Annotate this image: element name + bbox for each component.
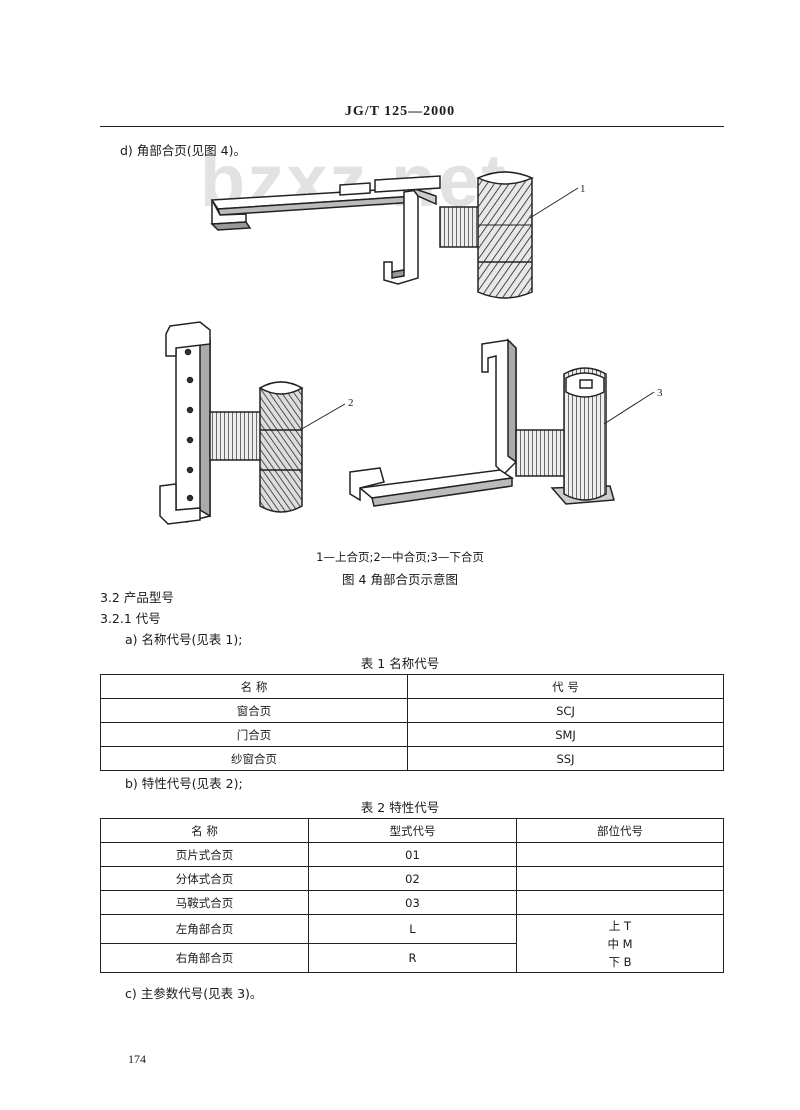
table-cell: 03 — [308, 890, 517, 915]
table1-title: 表 1 名称代号 — [360, 656, 440, 671]
table-cell — [516, 842, 724, 867]
table-cell: L — [308, 914, 517, 944]
feature-code-table: 名 称 型式代号 部位代号 页片式合页 01 分体式合页 02 马鞍式合页 03… — [100, 818, 724, 973]
table-cell: SSJ — [407, 746, 724, 771]
table-row: 窗合页 SCJ — [100, 698, 724, 723]
table-header-cell: 代 号 — [407, 674, 724, 699]
upper-hinge-drawing — [210, 171, 534, 299]
table-cell: 窗合页 — [100, 698, 408, 723]
section-3-2-1-heading: 3.2.1 代号 — [100, 611, 161, 626]
section-d-text: d) 角部合页(见图 4)。 — [120, 143, 246, 158]
name-code-table: 名 称 代 号 窗合页 SCJ 门合页 SMJ 纱窗合页 SSJ — [100, 674, 724, 771]
callout-3: 3 — [657, 387, 663, 399]
table-row: 页片式合页 01 — [100, 842, 724, 867]
table-cell: 门合页 — [100, 722, 408, 747]
lower-hinge-drawing — [349, 338, 615, 507]
callout-1: 1 — [580, 183, 586, 195]
table-cell: SCJ — [407, 698, 724, 723]
table-cell: 02 — [308, 866, 517, 891]
table-cell: 01 — [308, 842, 517, 867]
table-header-cell: 名 称 — [100, 674, 408, 699]
hinge-figure: 1 2 — [159, 171, 663, 525]
table-row: 右角部合页 R — [100, 943, 724, 973]
table-cell: SMJ — [407, 722, 724, 747]
table-cell — [516, 866, 724, 891]
page-number: 174 — [128, 1052, 146, 1066]
table-row: 分体式合页 02 — [100, 866, 724, 891]
table-cell — [516, 890, 724, 915]
table-cell: R — [308, 943, 517, 973]
position-code-bottom: 下 B — [608, 954, 632, 969]
table-row: 门合页 SMJ — [100, 722, 724, 747]
table-header-cell: 部位代号 — [516, 818, 724, 843]
item-b-text: b) 特性代号(见表 2); — [125, 776, 243, 791]
table-cell: 右角部合页 — [100, 943, 309, 973]
table-cell: 纱窗合页 — [100, 746, 408, 771]
middle-hinge-drawing — [159, 321, 304, 525]
position-code-cell: 上 T 中 M 下 B — [516, 914, 724, 973]
table-row: 左角部合页 L 上 T 中 M 下 B — [100, 914, 724, 973]
position-code-top: 上 T — [608, 918, 632, 933]
table-cell: 页片式合页 — [100, 842, 309, 867]
document-code-header: JG/T 125—2000 — [344, 104, 456, 119]
callout-2: 2 — [348, 397, 354, 409]
header-rule — [100, 126, 724, 127]
table-header-row: 名 称 代 号 — [100, 674, 724, 699]
section-3-2-heading: 3.2 产品型号 — [100, 590, 174, 605]
table2-title: 表 2 特性代号 — [360, 800, 440, 815]
table-cell: 马鞍式合页 — [100, 890, 309, 915]
table-header-row: 名 称 型式代号 部位代号 — [100, 818, 724, 843]
table-header-cell: 型式代号 — [308, 818, 517, 843]
figure-legend: 1—上合页;2—中合页;3—下合页 — [316, 550, 484, 564]
table-row: 马鞍式合页 03 — [100, 890, 724, 915]
table-cell: 分体式合页 — [100, 866, 309, 891]
figure-title: 图 4 角部合页示意图 — [342, 572, 458, 587]
table-cell: 左角部合页 — [100, 914, 309, 944]
item-c-text: c) 主参数代号(见表 3)。 — [125, 986, 263, 1001]
item-a-text: a) 名称代号(见表 1); — [125, 632, 243, 647]
table-header-cell: 名 称 — [100, 818, 309, 843]
table-row: 纱窗合页 SSJ — [100, 746, 724, 771]
position-code-middle: 中 M — [607, 936, 633, 951]
